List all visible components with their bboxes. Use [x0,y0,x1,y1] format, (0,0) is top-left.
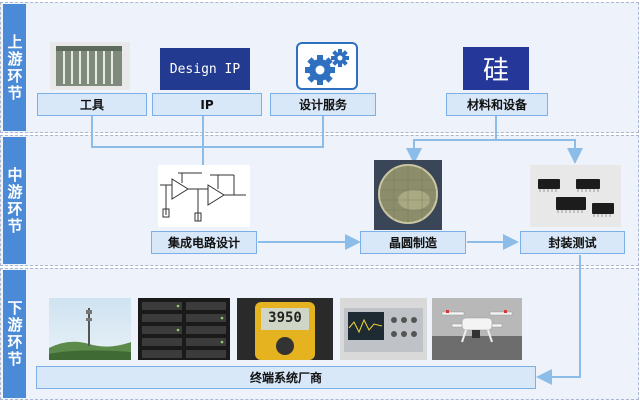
ic-design-label: 集成电路设计 [151,231,257,254]
design-ip-box: Design IP [160,48,250,90]
materials-to-wafer-line [406,139,496,164]
silicon-box: 硅 [463,47,529,90]
wafer-fab-label: 晶圆制造 [360,231,466,254]
ip-label: IP [152,93,262,116]
multimeter-image: 3950 [237,298,333,360]
upstream-bus-line [91,116,324,148]
tools-label: 工具 [37,93,147,116]
materials-equipment-label: 材料和设备 [446,93,548,116]
packaging-to-end-arrow [536,255,581,385]
oscilloscope-image [340,298,427,360]
design-services-label: 设计服务 [270,93,376,116]
telecom-tower-image [49,298,131,360]
end-system-vendors-label: 终端系统厂商 [36,366,536,389]
stage-midstream-tab: 中游环节 [3,137,26,264]
packaged-chips-image [530,165,621,227]
wafer-image [374,160,442,230]
design-services-gear-image [296,42,358,90]
multimeter-reading: 3950 [268,310,302,326]
server-rack-image [138,298,230,360]
materials-to-packaging-line [496,139,583,164]
packaging-test-label: 封装测试 [520,231,625,254]
stage-downstream-tab: 下游环节 [3,270,26,398]
circuit-schematic-image [158,165,250,227]
drone-image [432,298,522,360]
gear-icon [305,49,349,85]
tools-image [50,42,130,90]
stage-upstream-tab: 上游环节 [3,4,26,131]
